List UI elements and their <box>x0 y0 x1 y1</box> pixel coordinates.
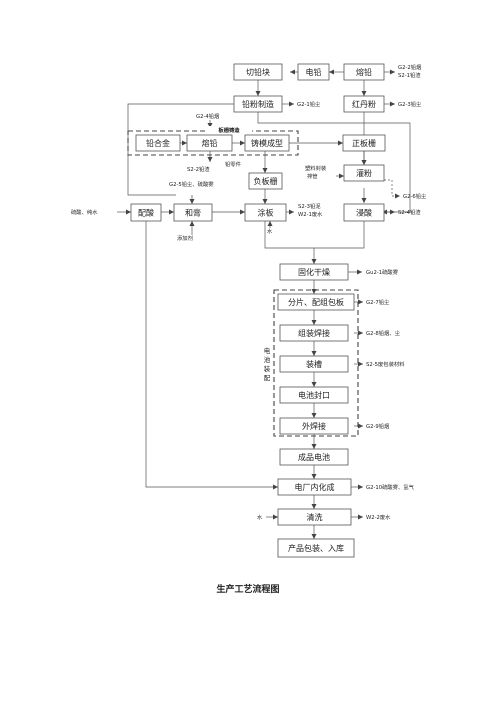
label-g2-3: G2-3铅尘 <box>398 100 422 108</box>
red-lead-text: 红丹粉 <box>352 99 376 109</box>
ext-weld-box <box>279 417 349 435</box>
label-s2-1: S2-1铅渣 <box>398 71 421 79</box>
dip-acid-box <box>343 203 385 222</box>
label-w2-1: W2-1废水 <box>298 210 323 218</box>
formation-box <box>277 478 352 496</box>
case-box <box>279 355 349 373</box>
label-s2-3: S2-3铅泥 <box>298 202 321 210</box>
cut-lead-text: 切铅块 <box>246 67 270 77</box>
cast-box <box>244 134 290 152</box>
dip-acid-text: 浸酸 <box>356 208 372 218</box>
neg-grid-box <box>248 172 283 190</box>
label-g2-4: G2-4铅烟 <box>196 112 219 120</box>
lead-powder-text: 铅粉制造 <box>242 99 274 109</box>
paste-text: 和膏 <box>185 208 201 218</box>
fill-powder-text: 灌粉 <box>356 168 372 178</box>
cure-dry-text: 固化干燥 <box>298 267 330 277</box>
label-g2-5: G2-5铅尘、硫酸雾 <box>169 180 214 188</box>
label-water-in: 水 <box>267 227 273 235</box>
label-g2-1: G2-1铅尘 <box>297 100 321 108</box>
coat-text: 涂板 <box>258 208 274 218</box>
pos-grid-box <box>342 134 386 152</box>
pos-grid-text: 正板栅 <box>352 138 376 148</box>
lead-powder-box <box>233 95 283 113</box>
seal-box <box>279 386 349 404</box>
pack-box <box>277 538 355 558</box>
wash-text: 清洗 <box>307 512 323 522</box>
melt-lead-top-box <box>343 63 385 81</box>
label-w2-2: W2-2废水 <box>366 513 391 521</box>
cut-lead-box <box>233 63 283 81</box>
melt-lead-top-text: 熔铅 <box>356 67 372 77</box>
assemble-weld-text: 组装焊接 <box>298 328 330 338</box>
case-text: 装槽 <box>306 359 322 369</box>
label-s2-2: S2-2铅渣 <box>187 165 210 173</box>
label-plastic-tube: 塑料封装 <box>305 164 327 172</box>
assembly-group-label: 电 池 装 配 <box>264 346 271 382</box>
red-lead-box <box>343 95 385 113</box>
label-g2-10: G2-10硫酸雾、氢气 <box>366 483 415 491</box>
assemble-weld-box <box>279 324 349 342</box>
pack-text: 产品包装、入库 <box>288 543 344 553</box>
label-g2-2: G2-2铅烟 <box>398 63 421 71</box>
electro-lead-text: 电铅 <box>306 67 322 77</box>
label-s2-5: S2-5废包装材料 <box>366 360 405 368</box>
label-g2-8: G2-8铅烟、尘 <box>366 329 401 337</box>
melt-lead-mid-box <box>186 134 233 152</box>
finished-text: 成品电池 <box>298 452 330 462</box>
grid-casting-group-label: 板栅铸造 <box>218 126 240 134</box>
label-water-in-2: 水 <box>257 513 263 521</box>
assembly-label-char-2: 池 <box>264 355 271 364</box>
assembly-group <box>273 289 359 437</box>
label-gu2-1: Gu2-1硫酸雾 <box>366 268 399 276</box>
ext-weld-text: 外焊接 <box>302 421 326 431</box>
electro-lead-box <box>297 63 330 81</box>
flow-connectors <box>117 69 411 539</box>
cure-dry-box <box>279 263 349 281</box>
wash-box <box>277 508 352 526</box>
mix-acid-text: 配酸 <box>138 208 154 218</box>
cut-group-box <box>277 293 355 311</box>
melt-lead-mid-text: 熔铅 <box>202 138 218 148</box>
mix-acid-box <box>130 203 162 222</box>
formation-text: 电厂内化成 <box>295 482 335 492</box>
cut-group-text: 分片、配组包板 <box>288 297 344 307</box>
paste-box <box>173 203 213 222</box>
label-g2-6: G2-6铅尘 <box>403 192 427 200</box>
alloy-box <box>135 134 181 152</box>
diagram-caption: 生产工艺流程图 <box>216 583 279 595</box>
label-g2-9: G2-9铅烟 <box>366 422 389 430</box>
assembly-label-char-3: 装 <box>264 364 271 373</box>
label-g2-7: G2-7铅尘 <box>366 298 390 306</box>
coat-box <box>244 203 287 222</box>
fill-powder-box <box>343 164 385 182</box>
label-scrap: 铅零件 <box>225 160 242 168</box>
cast-text: 铸模成型 <box>251 138 283 148</box>
assembly-label-char-4: 配 <box>264 374 271 382</box>
label-s2-4: S2-4铅渣 <box>398 208 421 216</box>
seal-text: 电池封口 <box>298 390 330 400</box>
assembly-label-char-1: 电 <box>264 346 271 355</box>
label-additive: 添加剂 <box>177 234 193 242</box>
label-acid-water: 硫酸、纯水 <box>71 208 98 216</box>
neg-grid-text: 负板栅 <box>254 176 278 186</box>
emission-labels: G2-2铅烟 S2-1铅渣 G2-1铅尘 G2-3铅尘 G2-4铅烟 S2-2铅… <box>71 63 427 521</box>
finished-box <box>279 448 349 466</box>
alloy-text: 铅合金 <box>146 138 170 148</box>
label-plastic-tube-2: 排管 <box>307 172 318 180</box>
process-boxes: 切铅块 电铅 熔铅 铅粉制造 红丹粉 铅合金 熔铅 铸模成型 正板栅 负板栅 灌… <box>130 63 386 558</box>
